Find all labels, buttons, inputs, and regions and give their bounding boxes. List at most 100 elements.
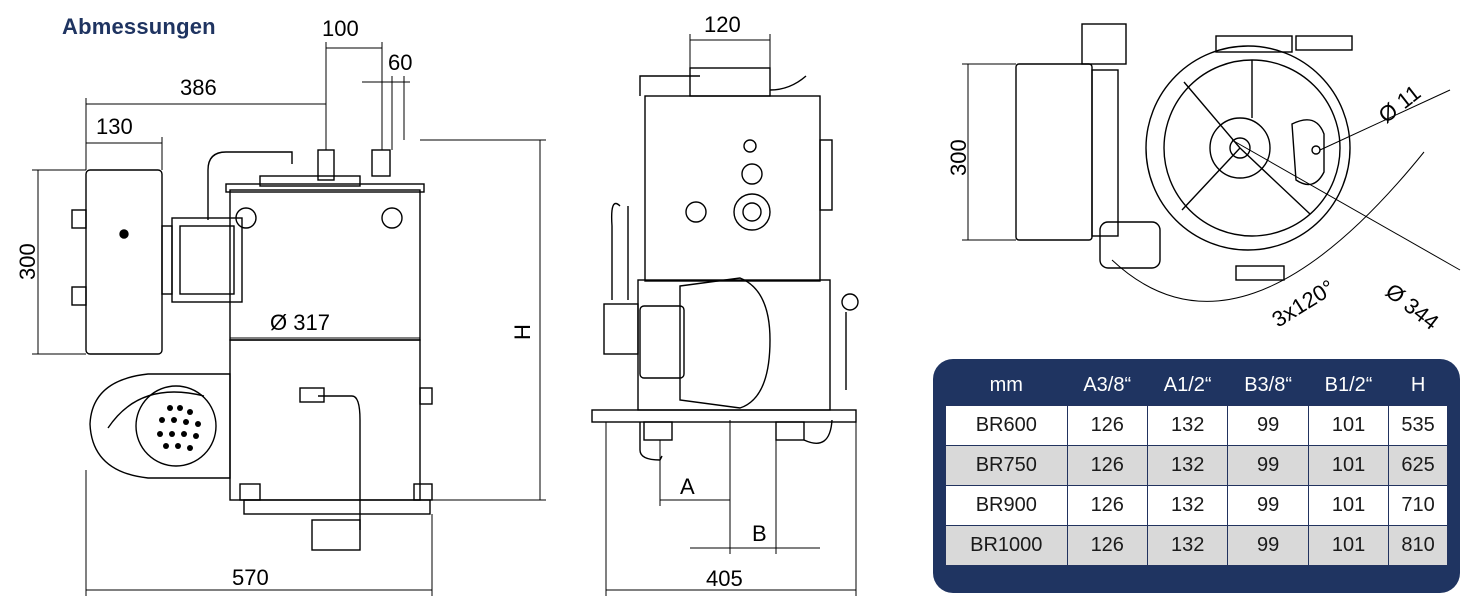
dim-300: 300 bbox=[946, 139, 971, 176]
fan-scroll bbox=[107, 391, 205, 429]
table-row: BR1000 126 132 99 101 810 bbox=[945, 525, 1448, 566]
table-row: BR900 126 132 99 101 710 bbox=[945, 485, 1448, 526]
pipe-top bbox=[1215, 35, 1293, 53]
dim-h: H bbox=[510, 324, 535, 340]
dim-a: A bbox=[680, 474, 695, 499]
dim-60: 60 bbox=[388, 50, 412, 75]
table-cell: BR1000 bbox=[945, 525, 1068, 566]
electrode bbox=[371, 149, 391, 177]
fitting bbox=[643, 421, 673, 441]
outer-ring bbox=[1145, 45, 1351, 251]
table-cell: 99 bbox=[1227, 525, 1309, 566]
flange bbox=[1091, 69, 1119, 237]
foot bbox=[413, 483, 433, 501]
center-disc bbox=[1209, 117, 1271, 179]
table-cell: 132 bbox=[1146, 445, 1229, 486]
connector-stub bbox=[71, 286, 87, 306]
flange-inner bbox=[179, 225, 235, 295]
top-box bbox=[689, 67, 771, 97]
table-cell: 101 bbox=[1307, 445, 1390, 486]
dim-300: 300 bbox=[15, 243, 40, 280]
strut bbox=[1183, 81, 1241, 149]
table-cell: 126 bbox=[1066, 405, 1148, 446]
side-view: 100 60 386 130 300 Ø 317 H 570 bbox=[15, 16, 546, 596]
table-header: mm bbox=[989, 373, 1023, 396]
base-plate bbox=[243, 499, 431, 515]
flange-icon bbox=[841, 293, 859, 311]
foot bbox=[239, 483, 261, 501]
sight-glass-icon bbox=[733, 193, 771, 231]
flange bbox=[171, 217, 243, 303]
table-cell: 132 bbox=[1146, 525, 1229, 566]
table-cell: 625 bbox=[1388, 445, 1448, 486]
fan-grille bbox=[135, 385, 217, 467]
indicator-icon bbox=[743, 139, 757, 153]
table-header: B3/8“ bbox=[1244, 373, 1292, 396]
hole-icon bbox=[1311, 145, 1321, 155]
flange-gasket bbox=[161, 225, 173, 295]
sight-glass-inner bbox=[742, 202, 762, 222]
tank-lid bbox=[259, 175, 361, 187]
spring bbox=[1295, 35, 1353, 51]
port-icon bbox=[685, 201, 707, 223]
table-cell: 99 bbox=[1227, 405, 1309, 446]
tank-rim bbox=[225, 183, 425, 193]
table-cell: 101 bbox=[1307, 405, 1390, 446]
table-cell: 132 bbox=[1146, 405, 1229, 446]
dim-317: Ø 317 bbox=[270, 310, 330, 335]
dim-11: Ø 11 bbox=[1374, 80, 1426, 128]
dim-120: 120 bbox=[704, 12, 741, 37]
electrode bbox=[1291, 119, 1325, 186]
burner-frame bbox=[637, 279, 831, 411]
strut bbox=[1181, 147, 1241, 211]
base-plate bbox=[591, 409, 857, 423]
fan-holes bbox=[157, 405, 201, 451]
screw-icon bbox=[119, 229, 129, 239]
cable bbox=[769, 75, 807, 91]
nut-icon bbox=[381, 207, 403, 229]
pump-fitting bbox=[311, 519, 361, 551]
motor bbox=[679, 277, 771, 409]
fitting bbox=[299, 387, 325, 403]
table-cell: 126 bbox=[1066, 485, 1148, 526]
table-header: H bbox=[1410, 373, 1426, 396]
table-row: BR600 126 132 99 101 535 bbox=[945, 405, 1448, 446]
table-header: A3/8“ bbox=[1083, 373, 1132, 396]
blower-housing bbox=[1015, 63, 1093, 241]
table-cell: 810 bbox=[1388, 525, 1448, 566]
table-cell: 101 bbox=[1307, 525, 1390, 566]
table-header-row: mm A3/8“ A1/2“ B3/8“ B1/2“ H bbox=[946, 365, 1448, 406]
dim-100: 100 bbox=[322, 16, 359, 41]
table-cell: 535 bbox=[1388, 405, 1448, 446]
pump bbox=[639, 305, 685, 379]
table-cell: 126 bbox=[1066, 445, 1148, 486]
front-view: 120 A B 405 bbox=[591, 12, 859, 596]
pipe bbox=[639, 75, 700, 96]
top-view: 300 Ø 11 3x120° Ø 344 bbox=[946, 23, 1461, 335]
pipe bbox=[639, 422, 663, 461]
table-cell: 99 bbox=[1227, 485, 1309, 526]
fan-housing bbox=[1099, 221, 1161, 269]
table-cell: 101 bbox=[1307, 485, 1390, 526]
nozzle-icon bbox=[1229, 137, 1251, 159]
fitting bbox=[419, 387, 433, 405]
table-cell: 132 bbox=[1146, 485, 1229, 526]
section-title: Abmessungen bbox=[62, 14, 216, 39]
pipe bbox=[610, 202, 621, 300]
pipe bbox=[318, 395, 361, 530]
table-cell: 126 bbox=[1066, 525, 1148, 566]
pipe bbox=[207, 151, 293, 220]
control-box bbox=[644, 95, 821, 282]
table-cell: BR750 bbox=[945, 445, 1068, 486]
dim-570: 570 bbox=[232, 565, 269, 590]
dim-b: B bbox=[752, 521, 767, 546]
table-row: BR750 126 132 99 101 625 bbox=[945, 445, 1448, 486]
fitting bbox=[775, 421, 805, 441]
table-cell: 710 bbox=[1388, 485, 1448, 526]
connector-stub bbox=[71, 209, 87, 229]
top-block bbox=[1081, 23, 1127, 65]
side-plate bbox=[819, 139, 833, 211]
pipe-bottom bbox=[1235, 265, 1285, 281]
dim-405: 405 bbox=[706, 566, 743, 591]
